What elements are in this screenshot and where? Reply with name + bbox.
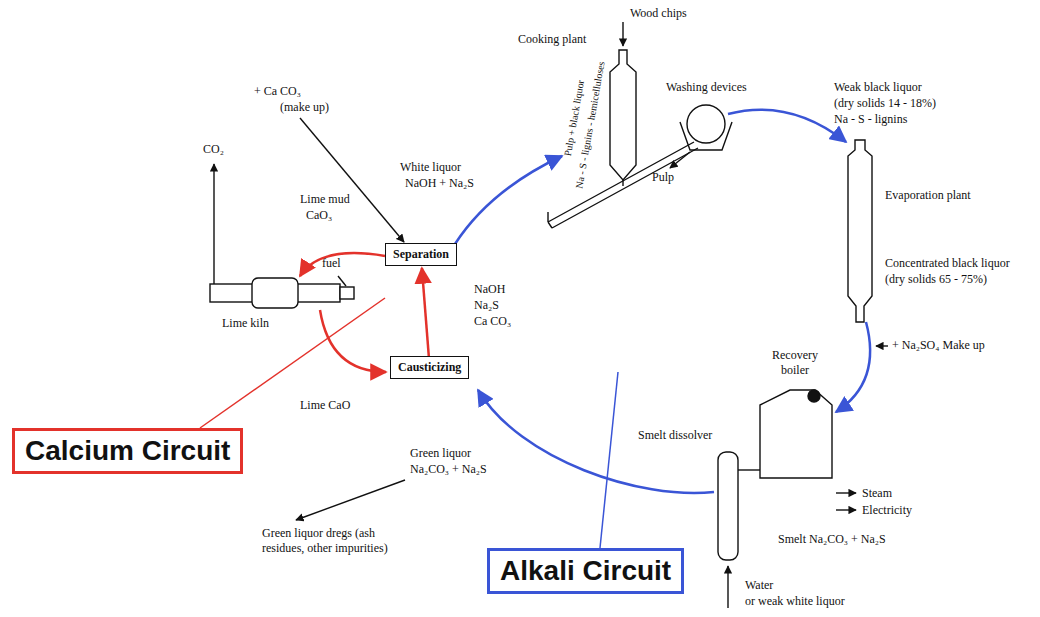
process-label: (make up) xyxy=(280,100,329,115)
process-label: Pulp xyxy=(652,170,674,185)
process-label: Ca CO₃ xyxy=(474,314,511,329)
process-label: White liquor xyxy=(400,160,461,175)
process-label: Lime CaO xyxy=(300,398,350,413)
process-label: Smelt Na₂CO₃ + Na₂S xyxy=(778,532,886,547)
process-box: Causticizing xyxy=(390,356,469,379)
circuit-box: Calcium Circuit xyxy=(12,428,243,474)
process-label: (dry solids 65 - 75%) xyxy=(885,272,987,287)
process-label: Smelt dissolver xyxy=(638,428,712,443)
process-label: NaOH xyxy=(474,282,505,297)
process-label: Steam xyxy=(862,486,892,501)
flow-arrow xyxy=(422,268,429,356)
process-label: CO₂ xyxy=(203,142,224,157)
box-text: Causticizing xyxy=(398,360,461,375)
process-label: Water xyxy=(745,578,773,593)
process-label: fuel xyxy=(322,256,341,271)
process-label: Green liquor dregs (ash residues, other … xyxy=(262,526,412,556)
circuit-box: Alkali Circuit xyxy=(487,548,684,594)
process-label: Lime kiln xyxy=(222,316,269,331)
box-text: Alkali Circuit xyxy=(500,555,671,587)
process-label: Weak black liquor xyxy=(834,80,922,95)
box-text: Separation xyxy=(393,247,449,262)
process-label: Na₂S xyxy=(474,298,499,313)
process-label: (dry solids 14 - 18%) xyxy=(834,96,936,111)
process-label: Evaporation plant xyxy=(885,188,971,203)
process-label: Wood chips xyxy=(630,6,687,21)
process-label: Recovery boiler xyxy=(764,348,826,378)
process-label: CaO₃ xyxy=(306,208,332,223)
process-label: Cooking plant xyxy=(518,32,586,47)
process-label: Na₂CO₃ + Na₂S xyxy=(410,462,487,477)
process-label: Lime mud xyxy=(300,192,350,207)
process-label: or weak white liquor xyxy=(745,594,845,609)
process-label: Green liquor xyxy=(410,446,471,461)
process-label: NaOH + Na₂S xyxy=(405,176,474,191)
process-label: + Na₂SO₄ Make up xyxy=(892,338,985,353)
process-label: Concentrated black liquor xyxy=(885,256,1010,271)
process-label: Na - S - lignins xyxy=(834,112,907,127)
process-box: Separation xyxy=(385,243,457,266)
process-label: Electricity xyxy=(862,503,912,518)
process-label: Washing devices xyxy=(666,80,747,95)
box-text: Calcium Circuit xyxy=(25,435,230,467)
process-label: + Ca CO₃ xyxy=(254,84,301,99)
